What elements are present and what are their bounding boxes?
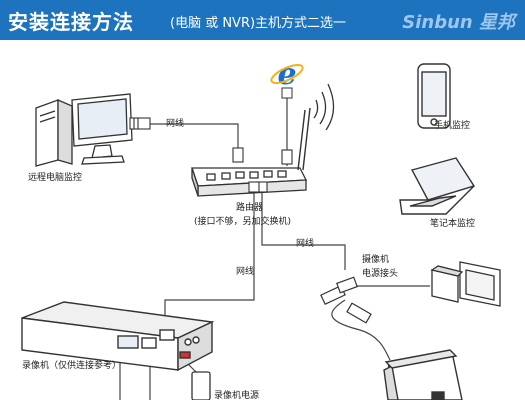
router-note-label: (接口不够，另加交换机): [194, 217, 292, 227]
remote-pc-label: 远程电脑监控: [28, 173, 83, 183]
camera-power-label-1: 摄像机: [362, 255, 390, 265]
rj45-plug-icon: [129, 117, 151, 130]
page-title: 安装连接方法: [8, 10, 134, 34]
router-antenna-icon: [297, 107, 311, 171]
nvr-recorder-icon: [21, 301, 215, 372]
cable-label-pc: 网线: [166, 119, 185, 129]
router-plug-icon: [232, 147, 293, 193]
camera-power-label-2: 电源接头: [362, 269, 399, 279]
cable-pc-router: [150, 123, 239, 150]
router-label: 路由器: [236, 203, 264, 213]
internet-explorer-icon: e: [270, 57, 304, 99]
laptop-icon: [399, 157, 476, 215]
nvr-label: 录像机（仅供连接参考）: [22, 361, 122, 371]
smartphone-icon: [417, 63, 451, 129]
cable-router-camera: [261, 190, 346, 270]
header-banner: 安装连接方法 (电脑 或 NVR)主机方式二选一 Sinbun 星邦: [0, 0, 525, 40]
laptop-label: 笔记本监控: [430, 219, 476, 229]
nvr-power-adapter-icon: [191, 371, 211, 400]
cable-label-camera: 网线: [296, 239, 315, 249]
page-subtitle: (电脑 或 NVR)主机方式二选一: [170, 16, 347, 31]
camera-connector-icon: [320, 276, 372, 324]
wifi-signal-icon: [313, 83, 335, 131]
remote-pc-icon: [35, 93, 133, 167]
brand-logo: Sinbun 星邦: [402, 12, 515, 33]
svg-text:e: e: [277, 57, 296, 92]
cable-camera-power: [331, 285, 430, 361]
nvr-power-label: 录像机电源: [214, 391, 260, 401]
wall-socket-icon: [459, 261, 501, 307]
phone-label: 手机监控: [434, 121, 471, 131]
bullet-camera-icon: [383, 349, 463, 400]
cable-label-nvr: 网线: [236, 267, 255, 277]
power-adapter-icon: [430, 265, 464, 303]
